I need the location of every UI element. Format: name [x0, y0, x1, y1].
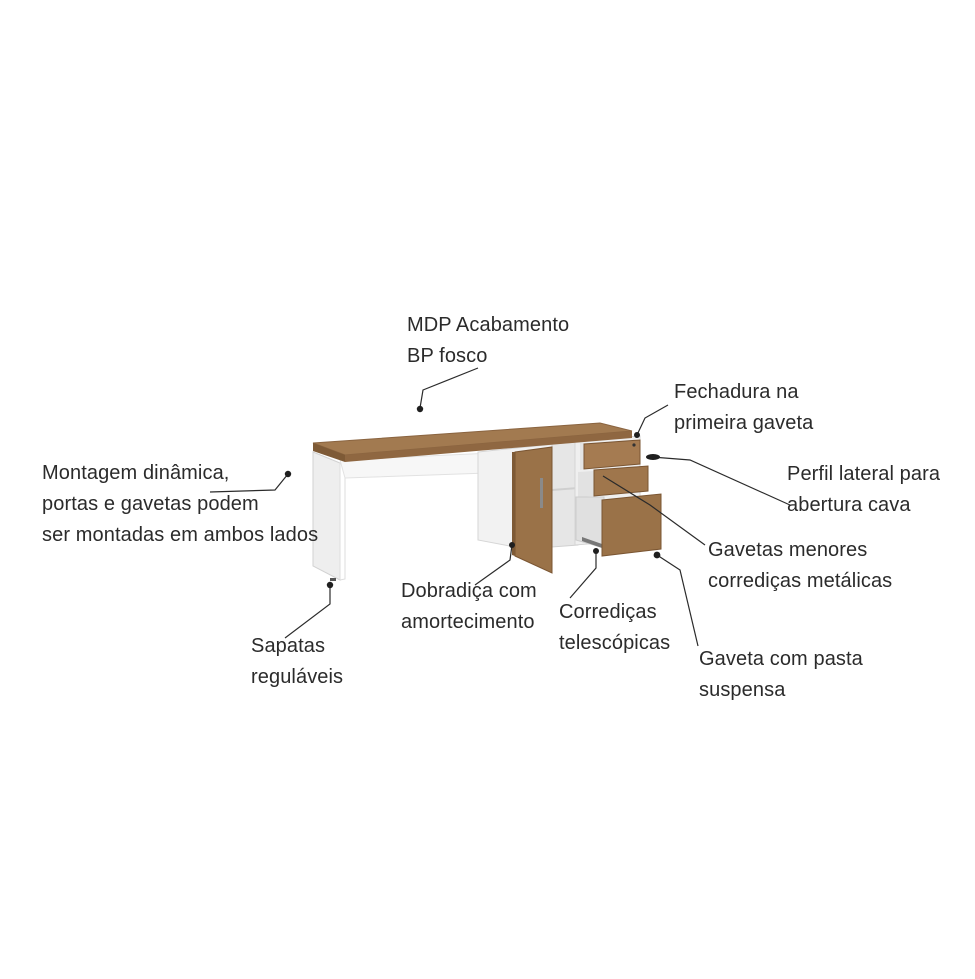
- callout-fechadura: Fechadura na primeira gaveta: [674, 377, 813, 439]
- drawer-2-front: [593, 465, 649, 497]
- callout-line: Sapatas: [251, 635, 326, 657]
- leader-corredicas: [569, 552, 597, 599]
- lock-icon: [632, 443, 636, 447]
- callout-line: telescópicas: [559, 632, 671, 654]
- leader-fechadura: [636, 404, 669, 436]
- cabinet-interior: [551, 441, 579, 548]
- callout-line: amortecimento: [401, 611, 535, 633]
- leader-pasta: [656, 554, 699, 647]
- dot-icon: [326, 581, 334, 589]
- cabinet-door: [514, 446, 553, 574]
- callout-line: Dobradiça com: [401, 580, 537, 602]
- callout-line: Perfil lateral para: [787, 463, 941, 485]
- callout-dobradica: Dobradiça com amortecimento: [401, 576, 537, 638]
- leader-montagem: [209, 473, 289, 493]
- callout-line: portas e gavetas podem: [42, 493, 259, 515]
- callout-gaveta-pasta: Gaveta com pasta suspensa: [699, 644, 863, 706]
- callout-line: Gavetas menores: [708, 539, 868, 561]
- callout-corredicas: Corrediças telescópicas: [559, 597, 670, 659]
- left-side-panel-front: [339, 461, 346, 581]
- desk: [312, 422, 662, 581]
- callout-line: Gaveta com pasta: [699, 648, 863, 670]
- callout-line: corrediças metálicas: [708, 570, 893, 592]
- callout-line: reguláveis: [251, 666, 344, 688]
- callout-line: Fechadura na: [674, 381, 799, 403]
- dot-icon: [634, 432, 640, 438]
- callout-line: MDP Acabamento: [407, 314, 570, 336]
- callout-leaders: [209, 367, 791, 647]
- dot-icon: [284, 470, 292, 478]
- dot-icon: [509, 542, 515, 548]
- callout-line: BP fosco: [407, 345, 488, 367]
- callout-line: Montagem dinâmica,: [42, 462, 230, 484]
- callout-line: primeira gaveta: [674, 412, 814, 434]
- desktop-front-edge: [345, 431, 632, 462]
- dot-icon: [646, 454, 660, 460]
- leader-gavetas: [602, 475, 706, 546]
- dot-icon: [593, 548, 599, 554]
- callout-line: abertura cava: [787, 494, 911, 516]
- callout-dots: [284, 405, 661, 589]
- cabinet-door-edge: [512, 452, 515, 556]
- cabinet-shelf: [551, 487, 579, 491]
- dot-icon: [416, 405, 424, 413]
- callout-mdp: MDP Acabamento BP fosco: [407, 310, 569, 372]
- leader-sapatas: [284, 585, 331, 639]
- leader-mdp: [419, 367, 479, 409]
- desktop-edge: [313, 443, 345, 462]
- door-handle: [540, 478, 543, 508]
- leader-perfil: [651, 456, 791, 506]
- adjustable-foot: [330, 578, 336, 581]
- callout-sapatas: Sapatas reguláveis: [251, 631, 343, 693]
- callout-line: Corrediças: [559, 601, 657, 623]
- drawer-3-front: [601, 493, 662, 557]
- callout-gavetas-menores: Gavetas menores corrediças metálicas: [708, 535, 892, 597]
- callout-montagem: Montagem dinâmica, portas e gavetas pode…: [42, 458, 318, 551]
- callout-perfil: Perfil lateral para abertura cava: [787, 459, 940, 521]
- callout-line: ser montadas em ambos lados: [42, 524, 319, 546]
- dot-icon: [653, 551, 661, 559]
- drawer-1-front: [583, 439, 641, 470]
- drawer-3-rail: [582, 537, 602, 548]
- drawer-2-side: [578, 471, 594, 497]
- leader-dobradica: [474, 544, 513, 586]
- callout-line: suspensa: [699, 679, 786, 701]
